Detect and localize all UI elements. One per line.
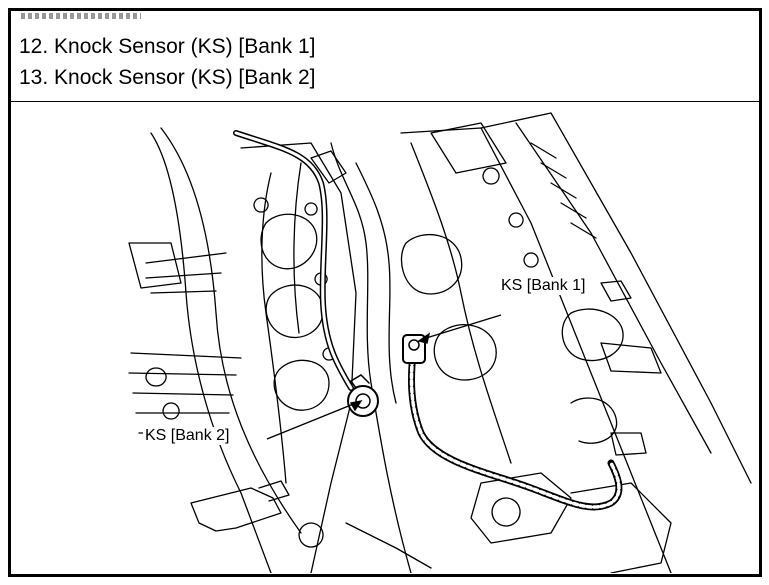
ks-bank1-sensor	[402, 334, 426, 364]
caption-line-bank1: 12. Knock Sensor (KS) [Bank 1]	[19, 35, 316, 58]
bore-right-2	[433, 324, 497, 381]
leader-arrow-bank2	[266, 402, 357, 440]
leader-arrow-bank1	[422, 314, 502, 340]
bank1-block	[400, 127, 672, 573]
left-block-outline	[150, 132, 272, 573]
caption-line-bank2: 13. Knock Sensor (KS) [Bank 2]	[19, 66, 316, 89]
right-cam-cover	[480, 112, 752, 484]
ks-bank2-sensor	[347, 385, 379, 417]
lower-left-stud	[190, 487, 282, 532]
lower-bracket	[470, 472, 572, 544]
bore-left-3	[273, 359, 330, 411]
bore-left-2	[265, 284, 324, 339]
caption-header: 12. Knock Sensor (KS) [Bank 1] 13. Knock…	[11, 11, 759, 102]
bore-left-1	[260, 213, 318, 270]
engine-diagram	[128, 112, 752, 573]
figure-frame: 12. Knock Sensor (KS) [Bank 1] 13. Knock…	[8, 8, 762, 577]
ks-bank1-assembly	[402, 334, 623, 511]
header-scrap-mark	[21, 13, 141, 19]
callout-ks-bank1: KS [Bank 1]	[499, 277, 588, 295]
ks-bank2-assembly	[233, 130, 379, 417]
callout-ks-bank2: KS [Bank 2]	[143, 427, 232, 445]
bank2-block	[240, 142, 357, 573]
bore-right-1	[400, 233, 463, 295]
